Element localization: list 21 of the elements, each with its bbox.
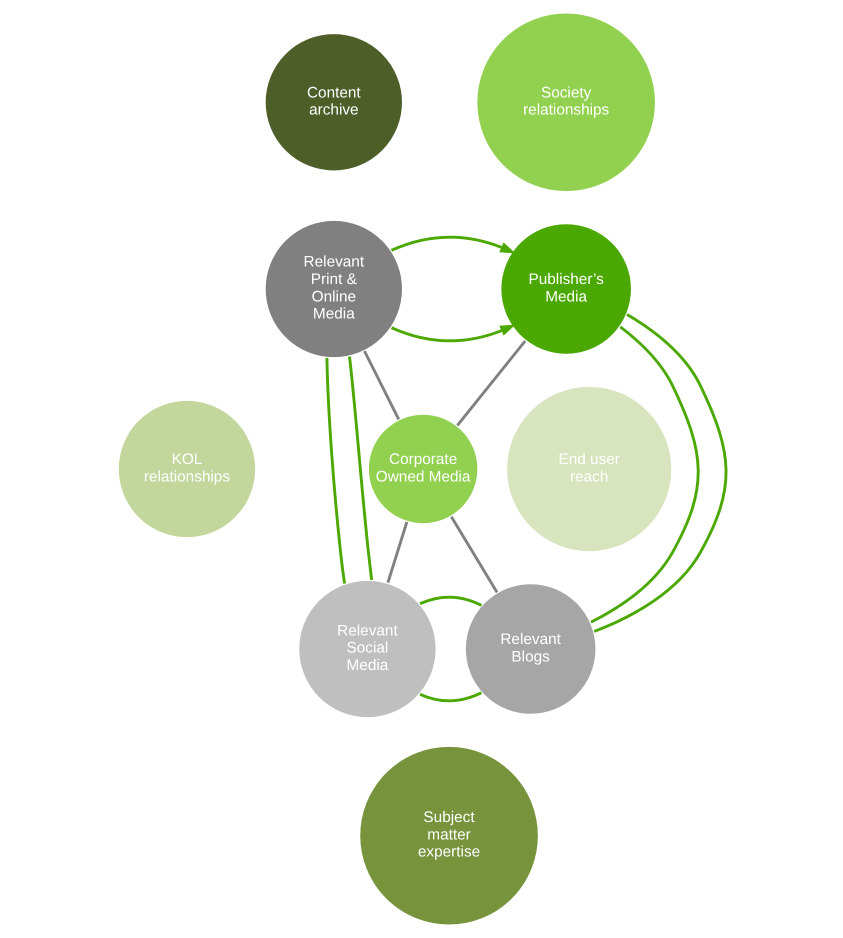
node-circle: Content archive [263, 32, 404, 172]
connector [362, 350, 400, 420]
connector [456, 340, 526, 426]
connector [590, 326, 700, 624]
node-circle: Relevant Social Media [296, 578, 438, 720]
connector [450, 516, 498, 594]
connector [419, 596, 482, 607]
connector [324, 358, 346, 584]
connector [386, 522, 408, 584]
arrow [390, 236, 516, 254]
connector [348, 356, 373, 580]
node-circle: KOL relationships [116, 398, 257, 540]
node-circle: Relevant Print & Online Media [263, 218, 404, 360]
node-circle: Relevant Blogs [463, 582, 597, 716]
node-circle: End user reach [504, 385, 673, 553]
connector [593, 313, 727, 633]
node-circle: Subject matter expertise [358, 745, 540, 926]
connector [418, 691, 482, 702]
arrow [390, 324, 516, 342]
node-circle: Society relationships [474, 12, 656, 193]
node-circle: Corporate Owned Media [366, 412, 479, 526]
